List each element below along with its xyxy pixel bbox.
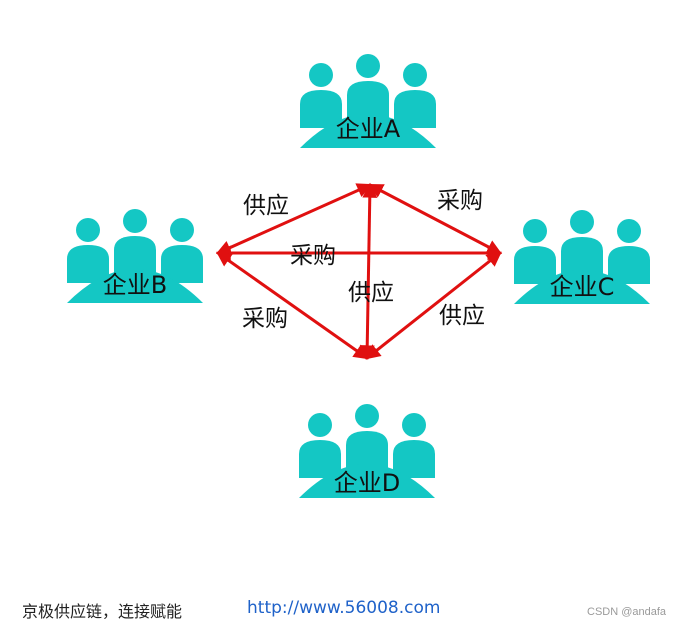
- edge-a-d: [359, 182, 378, 361]
- edge-a-b: [215, 183, 373, 255]
- edge-a-c: [368, 183, 502, 255]
- node-a-label: 企业A: [336, 115, 401, 143]
- footer-url-link[interactable]: http://www.56008.com: [247, 598, 441, 618]
- edge-label-ad: 供应: [348, 280, 394, 306]
- node-b-label: 企业B: [103, 271, 167, 299]
- node-a: 企业A: [300, 54, 436, 148]
- edge-label-ac: 采购: [437, 188, 483, 214]
- node-d: 企业D: [299, 404, 435, 498]
- footer-tagline: 京极供应链，连接赋能: [22, 602, 183, 621]
- node-c: 企业C: [514, 210, 650, 304]
- edge-label-cd: 供应: [439, 303, 485, 329]
- edge-b-d: [216, 251, 369, 360]
- node-d-label: 企业D: [334, 469, 400, 497]
- edge-c-d: [365, 251, 502, 360]
- edge-label-ab: 供应: [243, 193, 289, 219]
- node-c-label: 企业C: [550, 273, 615, 301]
- edge-label-bd: 采购: [242, 306, 288, 332]
- node-b: 企业B: [67, 209, 203, 303]
- watermark: CSDN @andafa: [587, 606, 667, 618]
- edge-label-bc: 采购: [290, 243, 336, 269]
- edges: [215, 182, 503, 361]
